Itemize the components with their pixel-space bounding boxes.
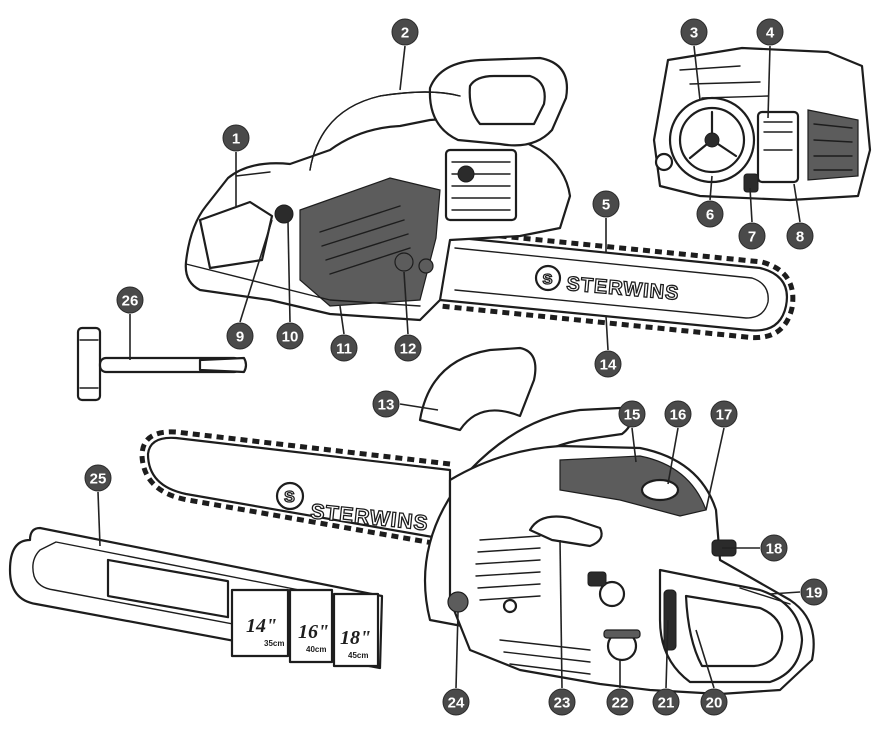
callout-2: 2 [391, 18, 419, 46]
svg-text:13: 13 [378, 397, 395, 414]
svg-text:15: 15 [624, 407, 641, 424]
leader-lines [97, 45, 801, 689]
svg-text:11: 11 [336, 341, 352, 358]
svg-text:19: 19 [806, 585, 823, 602]
svg-text:20: 20 [706, 695, 723, 712]
callout-9: 9 [226, 322, 254, 350]
callout-16: 16 [664, 400, 692, 428]
svg-text:17: 17 [716, 407, 733, 424]
callout-10: 10 [276, 322, 304, 350]
svg-text:24: 24 [448, 695, 465, 712]
callout-19: 19 [800, 578, 828, 606]
svg-text:22: 22 [612, 695, 629, 712]
svg-text:21: 21 [658, 695, 675, 712]
svg-text:4: 4 [766, 25, 775, 42]
starter-handle [528, 515, 603, 548]
top-saw-chain [439, 227, 796, 341]
bottom-brand-logo [275, 481, 305, 511]
callout-1: 1 [222, 124, 250, 152]
callout-24: 24 [442, 688, 470, 716]
callout-14: 14 [594, 350, 622, 378]
callout-17: 17 [710, 400, 738, 428]
svg-text:12: 12 [400, 341, 417, 358]
svg-text:8: 8 [796, 229, 804, 246]
callout-11: 11 [330, 334, 358, 362]
top-brand-logo-letter: S [542, 271, 553, 288]
bottom-brand-logo-letter: S [284, 489, 296, 506]
svg-text:26: 26 [122, 293, 139, 310]
guard-size-3-metric: 45cm [348, 651, 368, 660]
callout-22: 22 [606, 688, 634, 716]
callout-26: 26 [116, 286, 144, 314]
callout-4: 4 [756, 18, 784, 46]
svg-text:5: 5 [602, 197, 610, 214]
clutch-drum [668, 96, 756, 184]
svg-text:16: 16 [670, 407, 687, 424]
bar-guard: 14" 35cm 16" 40cm 18" 45cm [8, 526, 384, 670]
svg-text:3: 3 [690, 25, 698, 42]
combination-wrench [76, 326, 248, 402]
svg-text:18: 18 [766, 541, 783, 558]
top-chainsaw: S STERWINS [184, 56, 796, 341]
callout-7: 7 [738, 222, 766, 250]
callout-25: 25 [84, 464, 112, 492]
guard-size-2-metric: 40cm [306, 645, 326, 654]
callout-13: 13 [372, 390, 400, 418]
top-brand-logo [534, 264, 562, 292]
guard-size-2: 16" [298, 621, 329, 643]
callout-8: 8 [786, 222, 814, 250]
callout-6: 6 [696, 200, 724, 228]
top-guide-bar [438, 234, 789, 332]
callout-18: 18 [760, 534, 788, 562]
bottom-cylinder-fins [475, 535, 591, 675]
svg-text:1: 1 [232, 131, 240, 148]
guard-size-1: 14" [246, 615, 277, 637]
svg-text:23: 23 [554, 695, 571, 712]
svg-text:14: 14 [600, 357, 617, 374]
callout-3: 3 [680, 18, 708, 46]
sprocket-detail [652, 46, 872, 202]
guard-size-1-metric: 35cm [264, 639, 284, 648]
bottom-saw-chain [139, 429, 451, 549]
svg-text:25: 25 [90, 471, 107, 488]
callout-12: 12 [394, 334, 422, 362]
callout-20: 20 [700, 688, 728, 716]
bottom-chainsaw: S STERWINS [139, 346, 815, 696]
callout-21: 21 [652, 688, 680, 716]
svg-text:2: 2 [401, 25, 409, 42]
bottom-top-handle [418, 346, 537, 432]
callout-5: 5 [592, 190, 620, 218]
svg-text:6: 6 [706, 207, 714, 224]
svg-text:7: 7 [748, 229, 756, 246]
callout-15: 15 [618, 400, 646, 428]
svg-text:10: 10 [282, 329, 299, 346]
guard-size-labels: 14" 35cm 16" 40cm 18" 45cm [230, 588, 380, 668]
svg-text:9: 9 [236, 329, 244, 346]
guard-size-3: 18" [340, 627, 371, 649]
callout-23: 23 [548, 688, 576, 716]
top-cylinder-fins [444, 148, 518, 222]
